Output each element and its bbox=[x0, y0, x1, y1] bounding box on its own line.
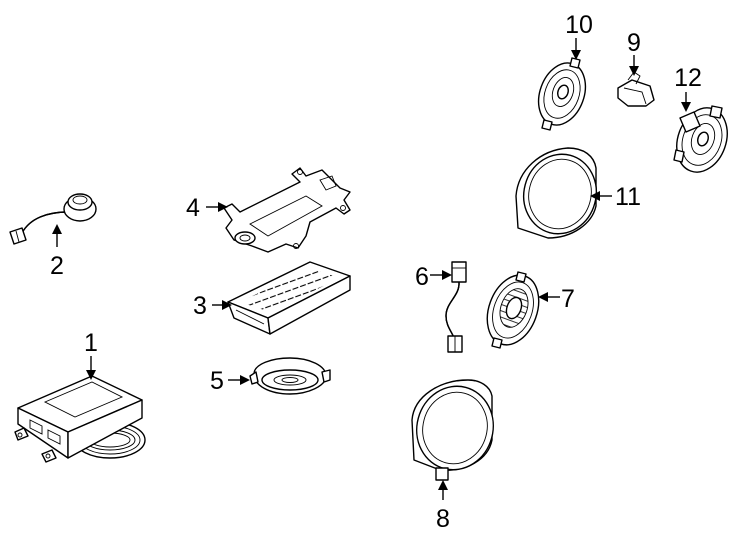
part-6-harness: 6 bbox=[415, 261, 467, 353]
callout-6: 6 bbox=[415, 263, 429, 291]
part-8-woofer: 8 bbox=[411, 379, 494, 533]
callout-5: 5 bbox=[210, 367, 224, 395]
part-11-speaker: 11 bbox=[515, 147, 641, 239]
callout-3: 3 bbox=[193, 292, 207, 320]
callout-9: 9 bbox=[627, 29, 641, 57]
callout-4: 4 bbox=[186, 194, 200, 222]
callout-8: 8 bbox=[436, 505, 450, 533]
callout-1: 1 bbox=[84, 329, 98, 357]
part-9-clip: 9 bbox=[617, 29, 655, 107]
part-10-tweeter: 10 bbox=[537, 11, 593, 131]
part-7-speaker: 7 bbox=[486, 271, 575, 349]
part-3-amplifier: 3 bbox=[193, 261, 351, 335]
callout-7: 7 bbox=[561, 285, 575, 313]
callout-12: 12 bbox=[674, 64, 702, 92]
part-4-bracket: 4 bbox=[186, 167, 351, 253]
part-2-antenna: 2 bbox=[9, 193, 97, 280]
callout-10: 10 bbox=[565, 11, 593, 39]
callout-11: 11 bbox=[615, 183, 641, 211]
part-12-tweeter: 12 bbox=[673, 64, 728, 173]
part-1-control-module: 1 bbox=[14, 329, 146, 463]
callout-2: 2 bbox=[50, 252, 64, 280]
part-5-speaker: 5 bbox=[210, 357, 331, 395]
